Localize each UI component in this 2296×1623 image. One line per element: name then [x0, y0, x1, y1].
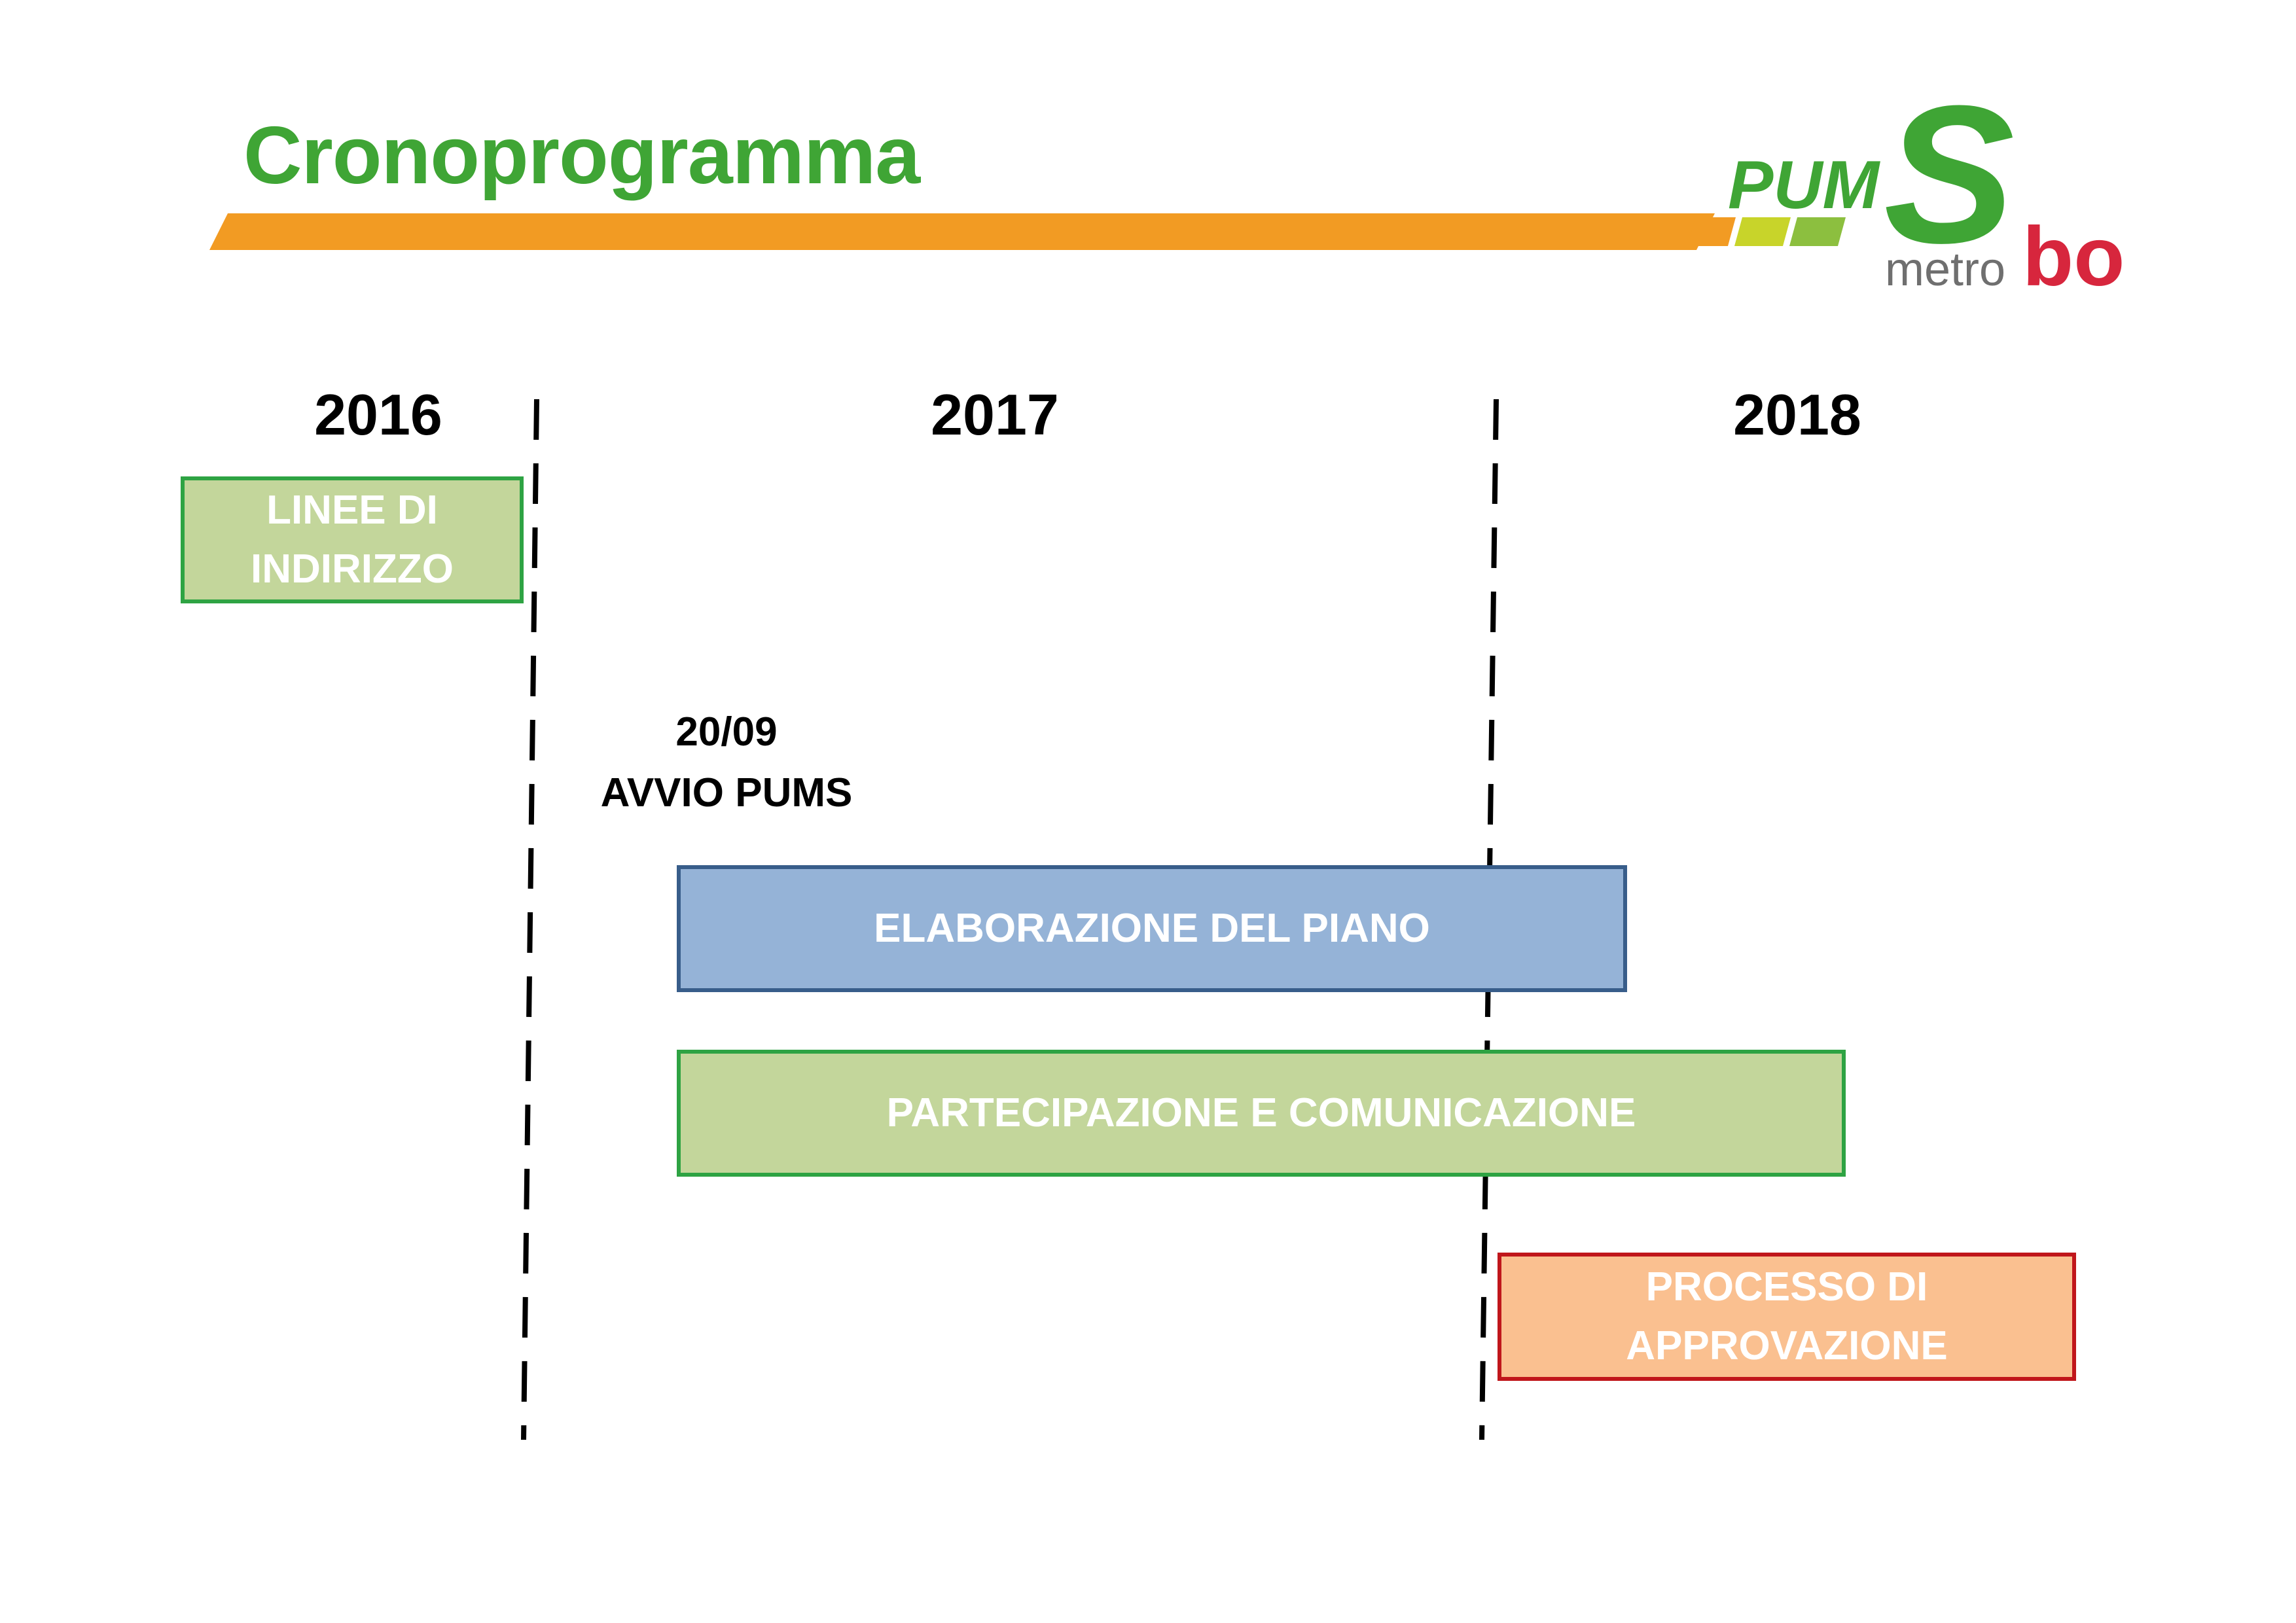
phase-label: PROCESSO DI APPROVAZIONE — [1626, 1264, 1948, 1368]
header-bar — [209, 213, 1715, 250]
milestone-avvio-pums: 20/09 AVVIO PUMS — [563, 702, 890, 823]
divider-2016-2017 — [521, 399, 539, 1440]
year-label-2017: 2017 — [931, 382, 1059, 447]
phase-label: LINEE DI INDIRIZZO — [251, 488, 454, 592]
milestone-date: 20/09 — [675, 709, 778, 755]
milestone-label: AVVIO PUMS — [600, 770, 853, 815]
logo-s-text: S — [1884, 98, 2016, 284]
logo-bo-text: bo — [2022, 210, 2125, 294]
page-title: Cronoprogramma — [243, 111, 920, 201]
logo-metro-text: metro — [1885, 243, 2005, 294]
logo-pum-text: PUM — [1728, 147, 1880, 223]
phase-partecipazione-e-comunicazione: PARTECIPAZIONE E COMUNICAZIONE — [677, 1050, 1846, 1177]
year-label-2018: 2018 — [1733, 382, 1861, 447]
phase-label: ELABORAZIONE DEL PIANO — [874, 906, 1430, 952]
year-label-2016: 2016 — [314, 382, 442, 447]
phase-elaborazione-del-piano: ELABORAZIONE DEL PIANO — [677, 865, 1627, 992]
phase-processo-di-approvazione: PROCESSO DI APPROVAZIONE — [1498, 1253, 2076, 1381]
pums-logo: PUM S metro bo — [1689, 98, 2160, 294]
phase-linee-di-indirizzo: LINEE DI INDIRIZZO — [181, 476, 524, 603]
phase-label: PARTECIPAZIONE E COMUNICAZIONE — [886, 1090, 1636, 1136]
